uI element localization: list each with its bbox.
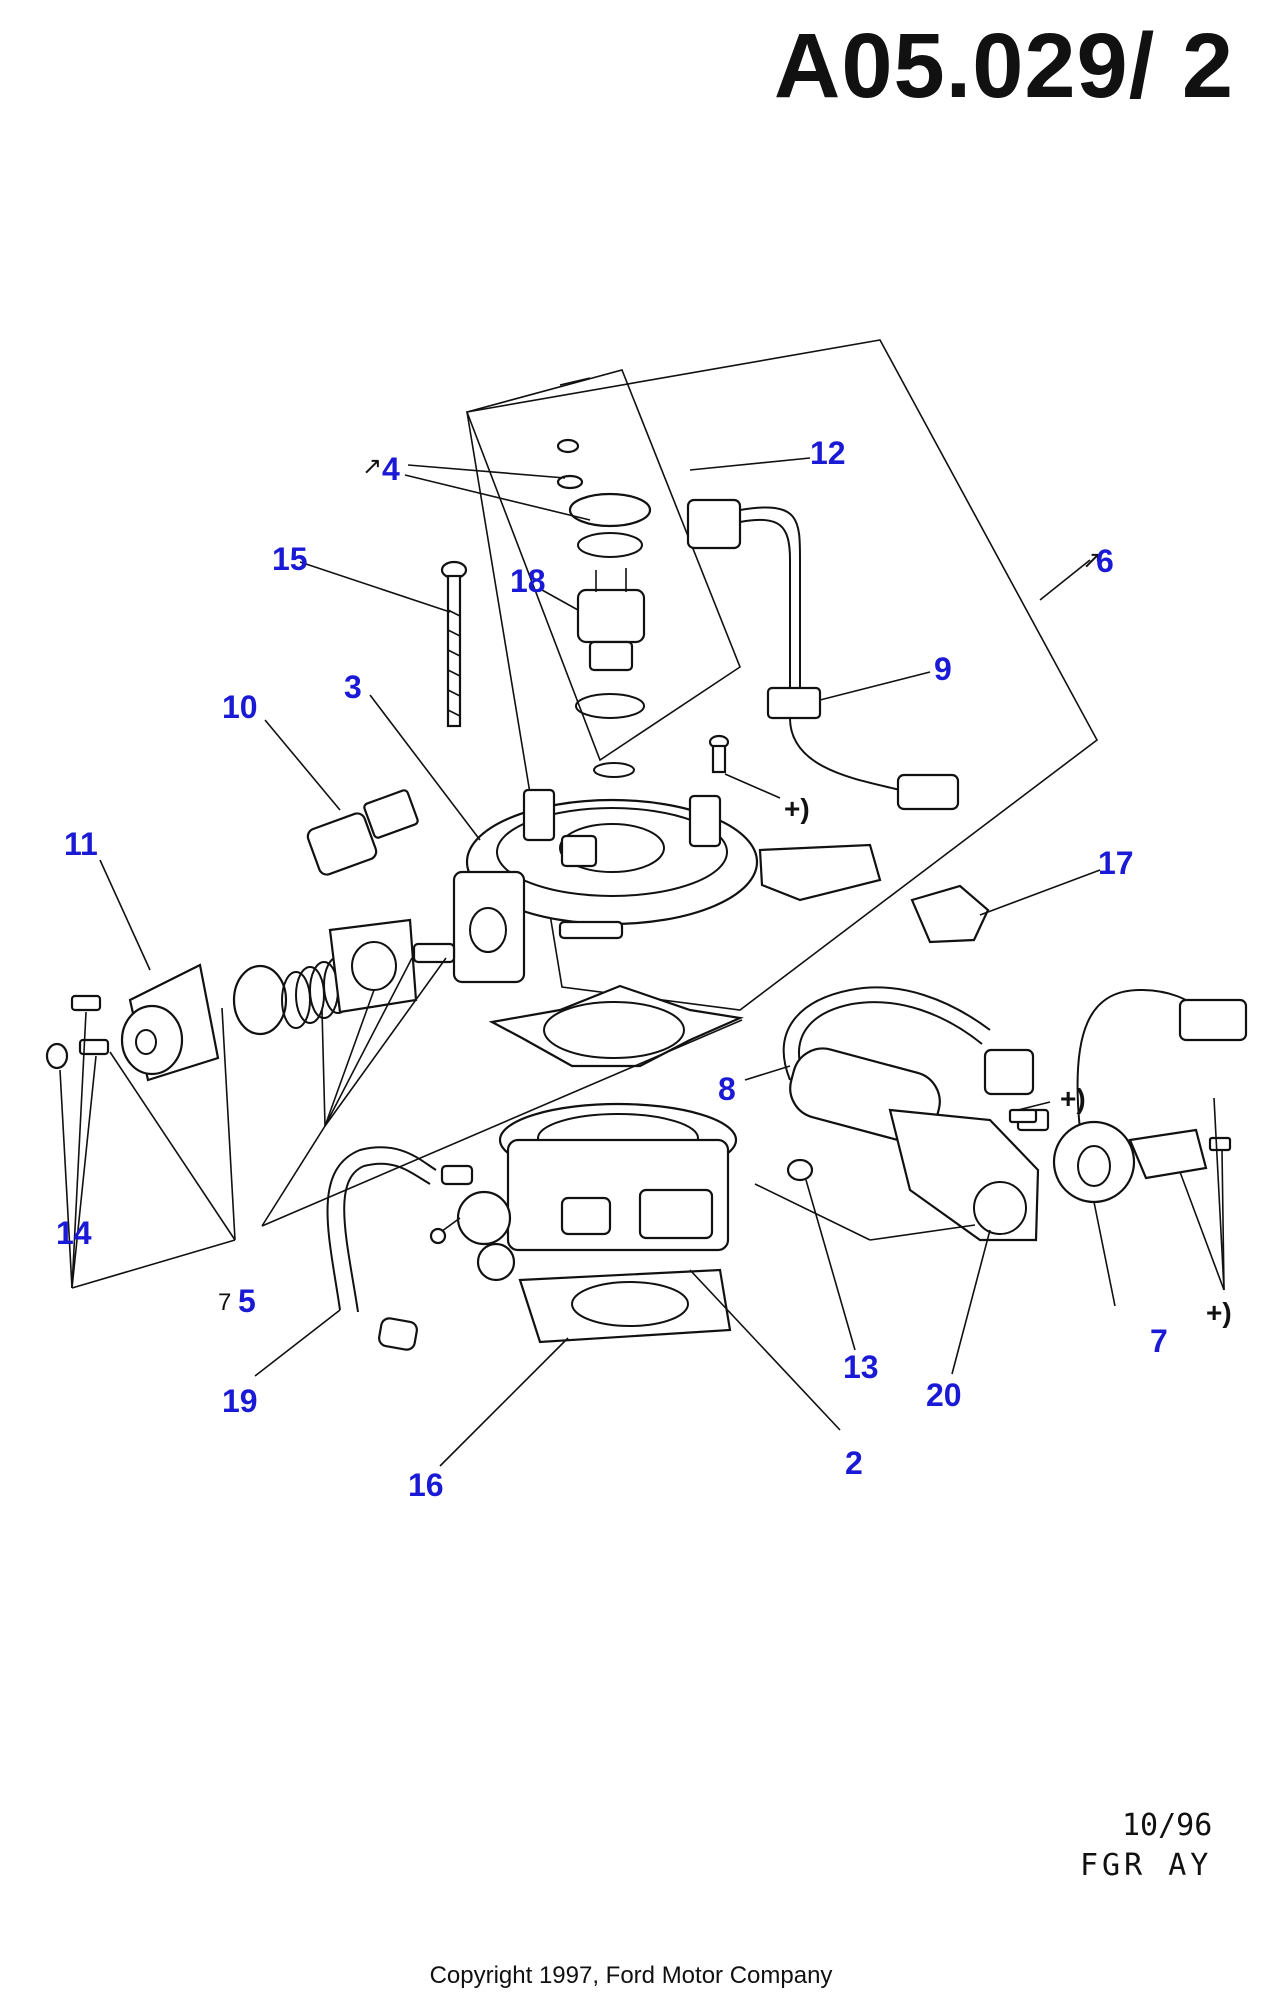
callout-11[interactable]: 11: [64, 826, 98, 862]
washer: [556, 474, 584, 490]
throttle-actuator: [782, 986, 1050, 1242]
injector-retainer: [568, 492, 652, 528]
temperature-sensor: [306, 789, 419, 876]
callout-10[interactable]: 10: [222, 689, 258, 725]
harness-clip: [766, 686, 822, 720]
callout-15[interactable]: 15: [272, 541, 308, 577]
injector-cover-group: [465, 339, 1099, 1011]
callout-14[interactable]: 14: [56, 1215, 92, 1251]
callout-12[interactable]: 12: [810, 435, 846, 471]
vacuum-hose: [326, 1146, 437, 1351]
copyright-notice: Copyright 1997, Ford Motor Company: [429, 1962, 833, 1989]
callout-5-marker: 7: [218, 1289, 231, 1316]
diagram-reference-title: A05.029/ 2: [773, 15, 1234, 117]
plus-mark-middle: +): [1060, 1083, 1086, 1114]
small-o-ring: [593, 762, 635, 778]
harness-connector-top: [686, 498, 742, 550]
callout-3[interactable]: 3: [344, 669, 362, 705]
callout-4-label[interactable]: 4: [382, 451, 400, 487]
callout-13[interactable]: 13: [843, 1349, 879, 1385]
harness-clip-17: [910, 884, 990, 944]
small-clip: [786, 1158, 814, 1182]
actuator-connector: [983, 1048, 1035, 1096]
long-bolt: [440, 560, 468, 728]
callout-6-marker: ↗: [1082, 547, 1102, 574]
callout-20[interactable]: 20: [926, 1377, 962, 1413]
screw-head: [556, 438, 580, 454]
callout-19[interactable]: 19: [222, 1383, 258, 1419]
fuel-injector-tip: [588, 640, 634, 672]
idle-speed-control: [45, 918, 456, 1082]
sensor-connector: [1178, 998, 1248, 1042]
base-flange: [518, 1268, 732, 1344]
callout-7[interactable]: 7: [1150, 1323, 1168, 1359]
small-cap: [45, 1042, 69, 1070]
group-bracket-small: [465, 369, 741, 762]
callout-18[interactable]: 18: [510, 563, 546, 599]
callout-4-marker: ↗: [362, 453, 382, 480]
upper-throttle-housing: [452, 788, 882, 984]
injector-seal-ring: [577, 532, 643, 558]
throttle-position-sensor: [1008, 988, 1248, 1204]
injector-o-ring: [575, 693, 645, 719]
throttle-gasket: [488, 984, 744, 1068]
plus-mark-right: +): [1206, 1297, 1232, 1328]
model-code: FGR AY: [1080, 1848, 1213, 1883]
callout-8[interactable]: 8: [718, 1071, 736, 1107]
lower-throttle-body: [429, 1102, 738, 1282]
revision-date: 10/96: [1122, 1808, 1213, 1843]
callout-16[interactable]: 16: [408, 1467, 444, 1503]
callout-6[interactable]: 6: [1096, 543, 1114, 579]
plus-mark-upper: +): [784, 793, 810, 824]
callout-2[interactable]: 2: [845, 1445, 863, 1481]
leader-lines: [59, 377, 1225, 1467]
callout-9[interactable]: 9: [934, 651, 952, 687]
callout-17[interactable]: 17: [1098, 845, 1134, 881]
callout-5[interactable]: 5: [238, 1283, 256, 1319]
wiring-harness: [686, 498, 960, 811]
small-screw-upper: [708, 734, 781, 799]
fuel-injector-body: [576, 588, 646, 644]
harness-connector-bottom: [896, 773, 960, 811]
